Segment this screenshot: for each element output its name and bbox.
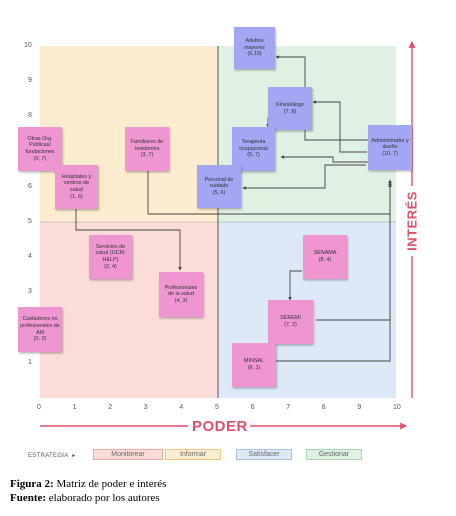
note-label: Familiares de residentes [130,139,164,152]
connector-administrador-terapeuta [280,155,370,163]
x-tick-label: 6 [250,404,255,411]
x-tick-label: 3 [143,404,148,411]
note-label: Adultos mayores [244,38,265,51]
note-profesionales-de-la-salud: Profesionales de la salud (4, 3) [159,272,203,317]
note-minsal: MINSAL (6, 1) [232,343,276,387]
note-label: Otras Org. Públicas/ fundaciones [25,135,55,155]
note-kinesiologo: Kinesiólogo (7, 8) [268,87,312,130]
note-coords: (0, 2) [33,336,47,343]
note-label: Kinesiólogo [276,101,304,108]
note-coords: (6,10) [247,51,262,58]
y-tick-label: 5 [28,218,32,225]
connector-hospitales-profesionales [75,209,182,271]
x-tick-label: 1 [72,404,77,411]
connectors-and-axes [40,40,416,430]
note-adultos-mayores: Adultos mayores (6,10) [234,27,275,69]
figure-text: Matriz de poder e interés [53,478,167,490]
y-tick-label: 9 [28,77,32,85]
note-terapeuta-ocupacional: Terapeuta ocupacional (6, 7) [232,127,275,171]
note-label: Administrador y dueño [371,137,409,151]
note-otras-org-publicas: Otras Org. Públicas/ fundaciones (0, 7) [18,127,62,171]
note-label: SENAMA [313,250,337,257]
x-tick-label: 0 [37,404,41,411]
legend-monitorear: Monitorear [93,449,163,460]
connector-minsal-admin [270,183,392,362]
note-label: Profesionales de la salud [164,284,198,298]
y-tick-label: 8 [28,112,32,120]
x-tick-label: 4 [179,404,184,411]
note-coords: (7, 2) [284,322,297,328]
legend-gestionar: Gestionar [306,449,362,460]
note-coords: (8, 4) [318,257,332,263]
figure-source: Fuente: elaborado por los autores [10,491,166,505]
figure-caption: Figura 2: Matriz de poder e interés Fuen… [10,477,166,505]
note-coords: (1, 6) [70,193,83,200]
x-tick-label: 9 [357,404,362,411]
legend-label-text: ESTRATEGIA [28,453,69,459]
connector-administrador-personal [242,164,366,190]
connector-senama-seremi [288,270,302,301]
y-tick-label: 6 [28,182,32,190]
note-cuidadores-no-profesionales: Cuidadores no profesionales de AM (0, 2) [18,307,62,352]
x-axis-title: PODER [192,418,248,435]
note-familiares-de-residentes: Familiares de residentes (3, 7) [125,127,169,171]
note-coords: (7, 8) [283,108,297,115]
source-text: elaborado por los autores [46,492,160,504]
figure-title: Figura 2: Matriz de poder e interés [10,477,166,491]
x-tick-label: 7 [286,404,291,411]
note-label: Terapeuta ocupacional [239,139,268,152]
y-axis-title: INTERÉS [404,191,420,251]
legend-arrow-icon: ▸ [72,453,76,459]
note-label: Cuidadores no profesionales de AM [20,316,60,336]
note-label: Hospitales y centros de salud [61,173,92,193]
note-administrador-y-dueno: Administrador y dueño (10, 7) [368,125,412,170]
x-tick-label: 2 [108,404,113,411]
legend-satisfacer: Satisfacer [236,449,292,460]
note-coords: (5, 6) [212,189,226,196]
note-coords: (0, 7) [33,155,47,162]
note-coords: (4, 3) [174,297,188,304]
y-tick-label: 3 [28,288,32,296]
source-label: Fuente: [10,492,47,504]
note-coords: (10, 7) [382,150,398,157]
y-tick-label: 1 [28,358,32,366]
note-coords: (6, 1) [247,365,261,371]
note-label: MINSAL [243,358,265,365]
x-tick-label: 5 [215,404,219,411]
note-label: SEREMI [280,315,301,322]
note-coords: (2, 4) [104,263,117,270]
note-servicios-de-salud: Servicios de salud (UCM, HELP) (2, 4) [89,235,132,279]
legend-label: ESTRATEGIA ▸ [28,452,76,459]
note-hospitales-y-centros: Hospitales y centros de salud (1, 6) [55,165,98,209]
legend-informar: Informar [165,449,221,460]
connector-familiares-admin [147,166,392,215]
note-label: Personal de cuidado [204,176,234,190]
figure-label: Figura 2: [10,478,54,490]
connector-administrador-kinesiologo [312,100,367,153]
y-tick-label: 10 [24,42,32,49]
note-personal-de-cuidado: Personal de cuidado (5, 6) [197,165,241,208]
note-coords: (6, 7) [247,152,260,159]
x-tick-label: 8 [321,404,326,411]
note-senama: SENAMA (8, 4) [303,235,347,279]
note-coords: (3, 7) [140,152,154,159]
note-seremi: SEREMI (7, 2) [268,300,313,344]
note-label: Servicios de salud (UCM, HELP) [95,243,126,263]
y-tick-label: 4 [28,253,32,261]
x-tick-label: 10 [393,404,401,411]
